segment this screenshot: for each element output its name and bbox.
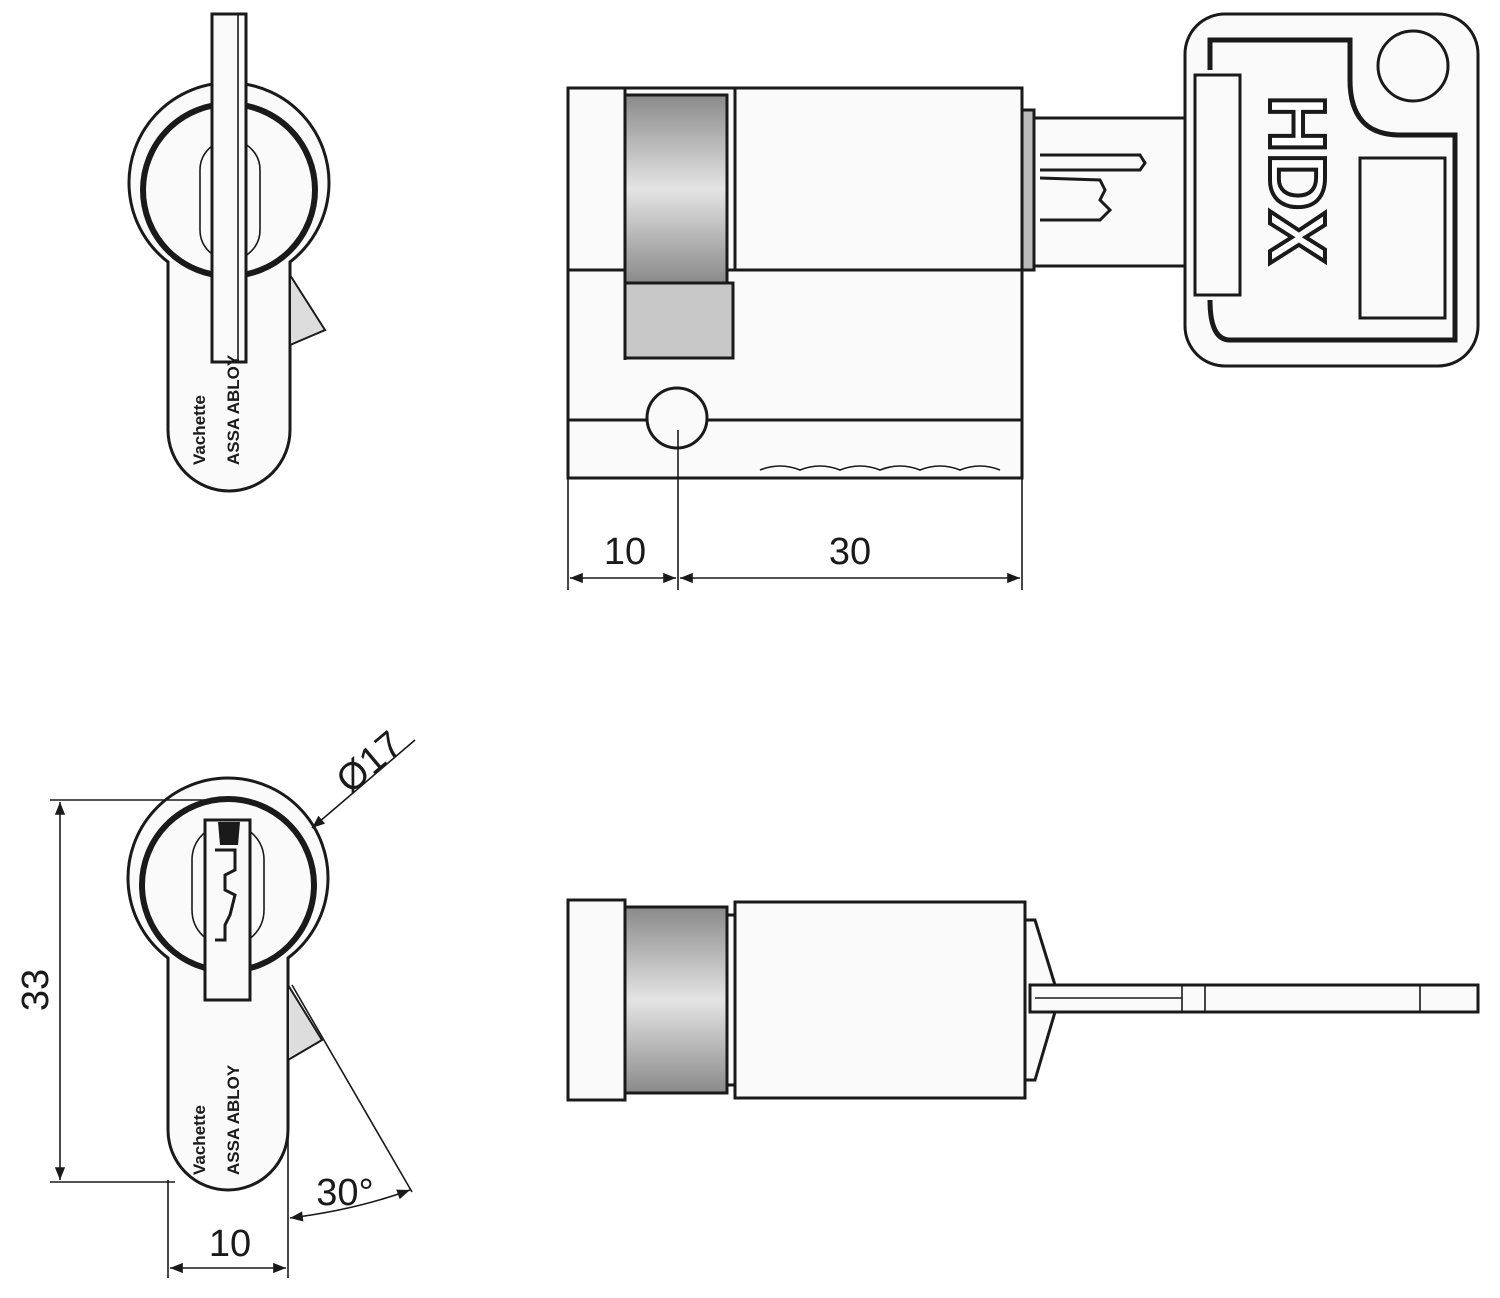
brand-name-2: Vachette <box>190 1105 209 1175</box>
key-blade-icon <box>1028 983 1480 1014</box>
key-logo: HDX <box>1253 95 1342 264</box>
dim-body: 30 <box>829 531 871 573</box>
dim-diameter: Ø17 <box>329 724 411 802</box>
brand-group: ASSA ABLOY <box>224 354 243 465</box>
dim-height: 33 <box>15 969 57 1011</box>
brand-group-2: ASSA ABLOY <box>224 1064 243 1175</box>
front-view: Vachette ASSA ABLOY 33 10 Ø17 30° <box>15 724 416 1278</box>
top-dimensions: 10 30 <box>567 430 1023 590</box>
dim-flange: 10 <box>604 531 646 573</box>
dim-width: 10 <box>209 1223 251 1265</box>
dim-angle: 30° <box>316 1172 373 1214</box>
side-view-with-key: HDX <box>566 12 1480 480</box>
top-view <box>566 898 1480 1102</box>
key-blade-icon <box>210 12 248 364</box>
brand-name: Vachette <box>190 395 209 465</box>
front-view-with-key: Vachette ASSA ABLOY <box>127 12 331 493</box>
